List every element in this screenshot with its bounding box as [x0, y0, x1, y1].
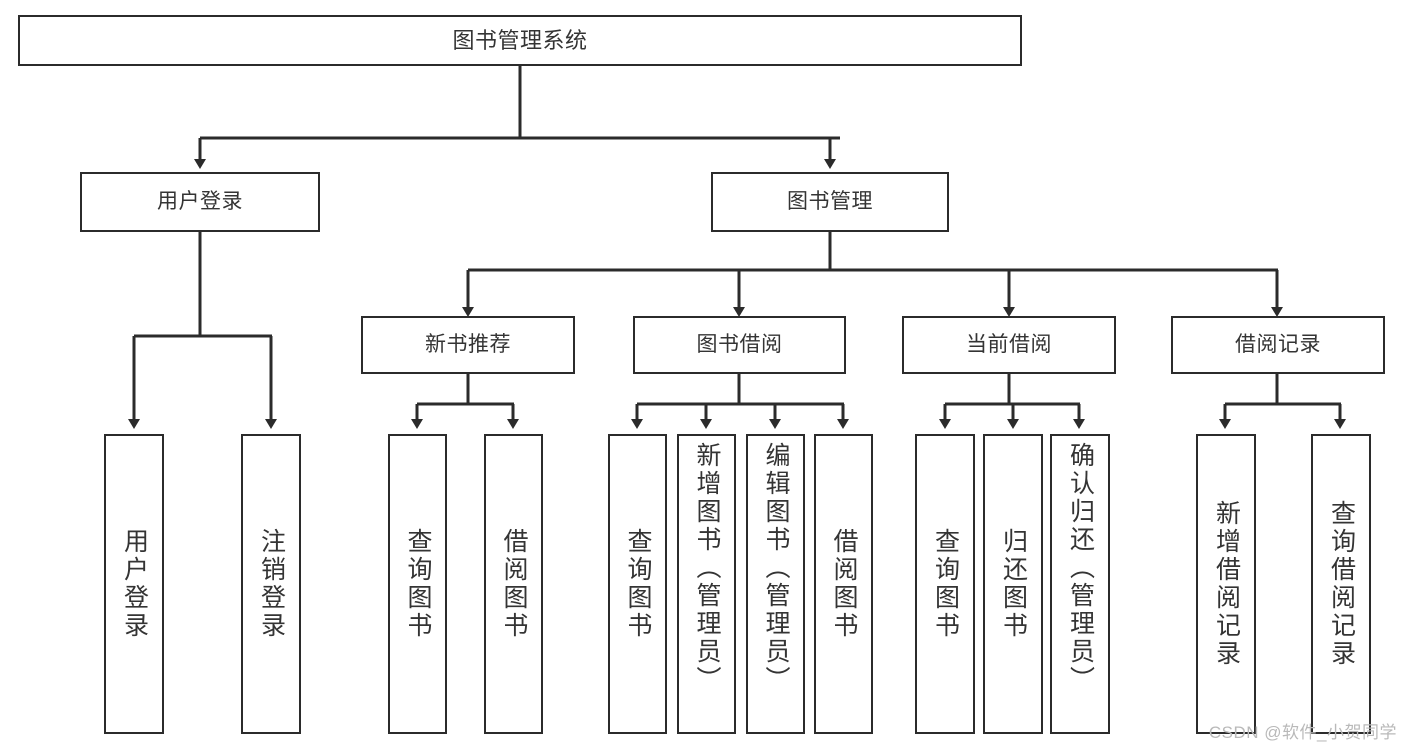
- node-label: 编辑图书（管理员）: [762, 442, 790, 694]
- leaf-add-book-admin[interactable]: 新增图书（管理员）: [677, 434, 736, 734]
- node-label: 注销登录: [257, 528, 286, 640]
- node-label: 图书管理系统: [452, 27, 588, 53]
- leaf-borrow-books[interactable]: 借阅图书: [814, 434, 873, 734]
- leaf-query-books-new[interactable]: 查询图书: [388, 434, 447, 734]
- node-root-book-management-system[interactable]: 图书管理系统: [18, 15, 1022, 66]
- leaf-query-borrow-record[interactable]: 查询借阅记录: [1311, 434, 1371, 734]
- leaf-edit-book-admin[interactable]: 编辑图书（管理员）: [746, 434, 805, 734]
- node-label: 借阅图书: [500, 528, 528, 640]
- leaf-add-borrow-record[interactable]: 新增借阅记录: [1196, 434, 1256, 734]
- leaf-borrow-books-new[interactable]: 借阅图书: [484, 434, 543, 734]
- leaf-return-books[interactable]: 归还图书: [983, 434, 1043, 734]
- node-label: 借阅图书: [830, 528, 858, 640]
- node-label: 图书管理: [787, 189, 873, 213]
- node-label: 新书推荐: [425, 332, 511, 356]
- node-label: 新增图书（管理员）: [693, 442, 721, 694]
- node-label: 查询图书: [404, 528, 432, 640]
- leaf-logout[interactable]: 注销登录: [241, 434, 301, 734]
- node-borrowing-records[interactable]: 借阅记录: [1171, 316, 1385, 374]
- node-user-login[interactable]: 用户登录: [80, 172, 320, 232]
- node-label: 归还图书: [999, 528, 1028, 640]
- node-label: 查询借阅记录: [1327, 500, 1356, 668]
- node-book-management[interactable]: 图书管理: [711, 172, 949, 232]
- node-label: 新增借阅记录: [1212, 500, 1241, 668]
- node-label: 图书借阅: [696, 332, 783, 356]
- node-label: 查询图书: [931, 528, 960, 640]
- node-new-book-recommendation[interactable]: 新书推荐: [361, 316, 575, 374]
- leaf-confirm-return-admin[interactable]: 确认归还（管理员）: [1050, 434, 1110, 734]
- leaf-query-books-current[interactable]: 查询图书: [915, 434, 975, 734]
- node-label: 查询图书: [624, 528, 652, 640]
- node-current-borrowing[interactable]: 当前借阅: [902, 316, 1116, 374]
- node-label: 用户登录: [157, 189, 243, 213]
- node-label: 确认归还（管理员）: [1066, 442, 1095, 694]
- node-label: 用户登录: [120, 528, 149, 640]
- node-label: 借阅记录: [1235, 332, 1321, 356]
- node-book-borrowing[interactable]: 图书借阅: [633, 316, 846, 374]
- leaf-user-login[interactable]: 用户登录: [104, 434, 164, 734]
- leaf-query-books-borrow[interactable]: 查询图书: [608, 434, 667, 734]
- node-label: 当前借阅: [966, 332, 1052, 356]
